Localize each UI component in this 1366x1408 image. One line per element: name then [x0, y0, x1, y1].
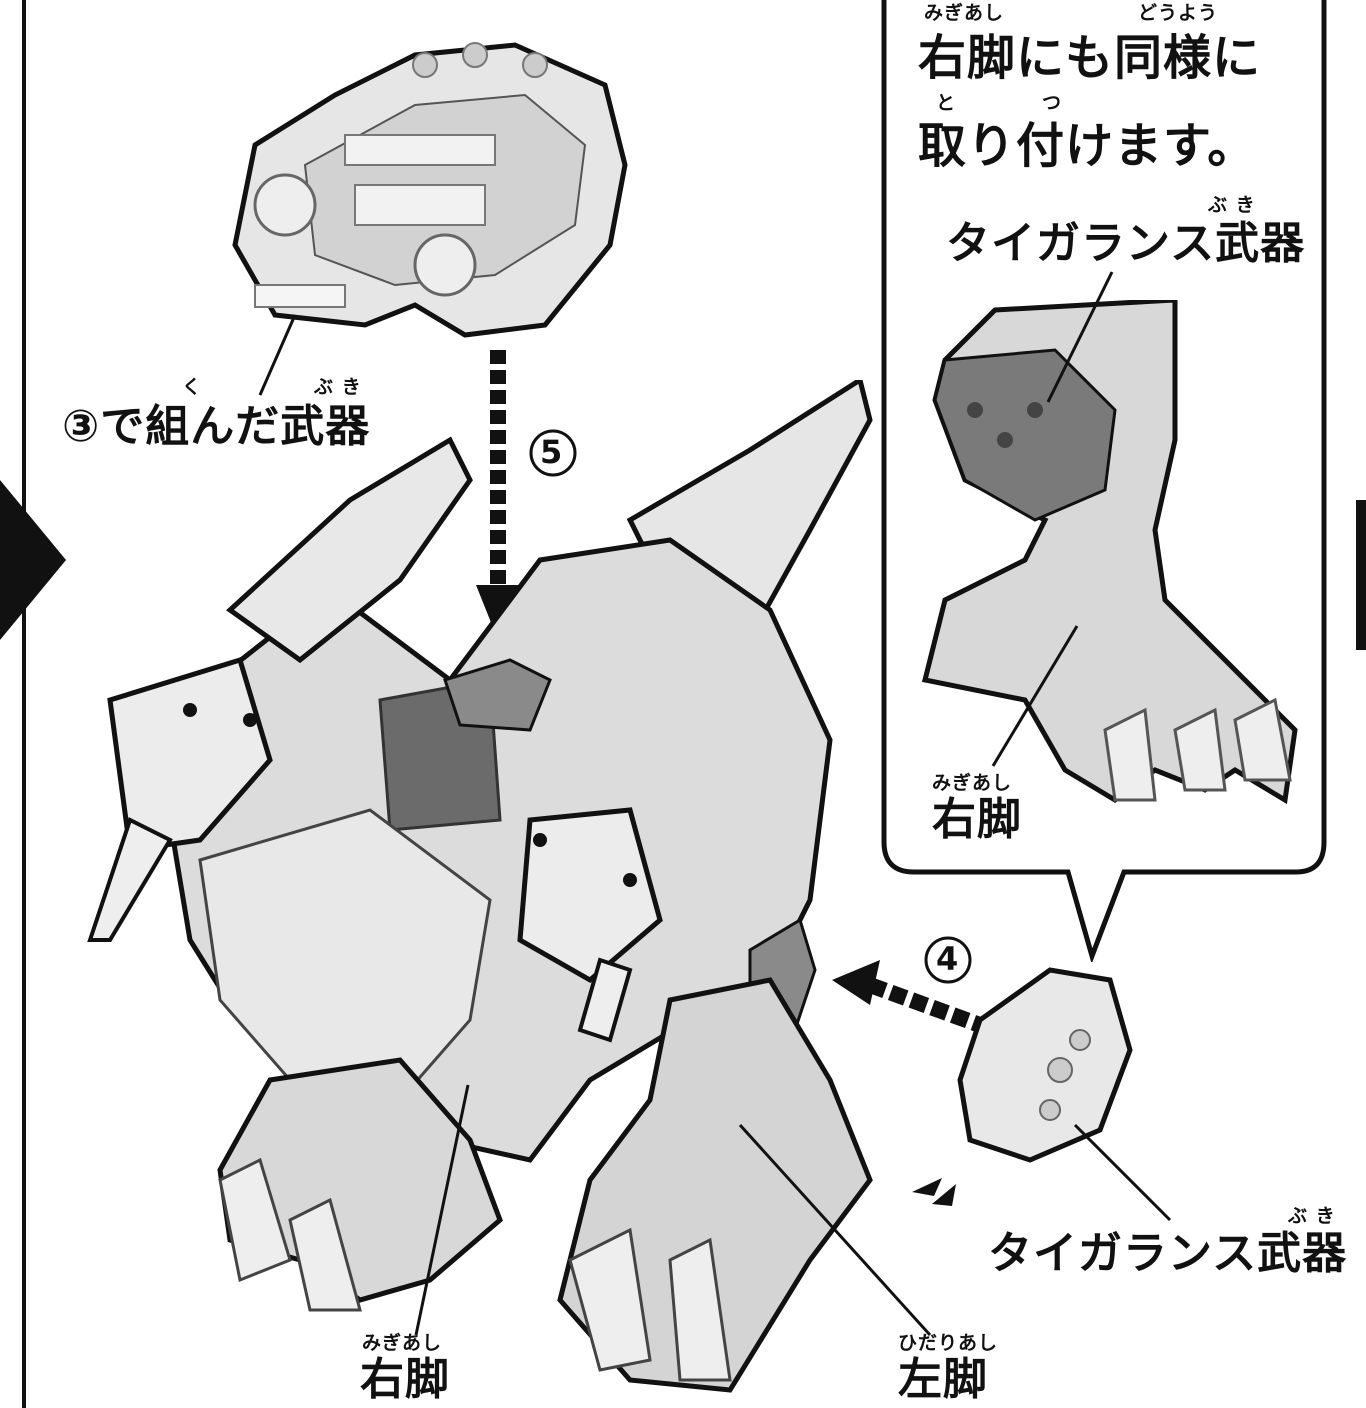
left-border-line	[22, 0, 26, 1408]
left-leg-label: 左脚	[898, 1354, 988, 1405]
callout-line1: 右脚にも同様に	[918, 30, 1262, 86]
weapon3-ruby-buki: ぶ き	[314, 376, 362, 398]
callout-weapon-label: タイガランス武器	[946, 218, 1306, 269]
right-leg-label: 右脚	[360, 1354, 450, 1405]
dinosaur-robot-illustration	[87, 380, 873, 1393]
step4-badge	[924, 936, 972, 984]
callout-leg-leader-line	[991, 625, 1079, 767]
tiger-lance-leader-line	[1073, 1123, 1172, 1222]
callout-leg-illustration	[921, 300, 1298, 805]
callout-line1-ruby-douyou: どうよう	[1138, 2, 1219, 24]
right-leg-ruby: みぎあし	[362, 1332, 443, 1354]
left-leg-leader-line	[738, 1123, 932, 1337]
weapon3-ruby-ku: く	[182, 376, 203, 398]
weapon3-illustration	[232, 42, 628, 338]
callout-weapon-ruby: ぶ き	[1208, 194, 1256, 216]
tiger-lance-weapon-illustration	[957, 967, 1133, 1163]
tiger-lance-ruby: ぶ き	[1288, 1205, 1336, 1227]
callout-leg-label: 右脚	[932, 794, 1022, 845]
callout-line1-ruby-migiashi: みぎあし	[924, 2, 1005, 24]
callout-leg-ruby: みぎあし	[932, 772, 1013, 794]
callout-line2-ruby-tsu: つ	[1042, 92, 1063, 114]
tiger-lance-label: タイガランス武器	[988, 1228, 1348, 1279]
attach-direction-marks	[912, 1178, 956, 1206]
next-step-arrow-icon	[1356, 500, 1366, 650]
weapon3-label: ③で組んだ武器	[62, 401, 371, 452]
left-leg-ruby: ひだりあし	[898, 1332, 999, 1354]
prev-step-arrow-icon	[0, 480, 66, 640]
step5-number: 5	[540, 433, 563, 471]
callout-line2-ruby-to: と	[936, 92, 957, 114]
step5-badge	[529, 429, 577, 477]
step4-attach-arrow	[832, 960, 983, 1033]
right-leg-leader-line	[414, 1084, 470, 1336]
callout-weapon-leader-line	[1046, 271, 1114, 403]
step4-number: 4	[936, 940, 959, 978]
weapon3-leader-line	[258, 314, 297, 396]
callout-line2: 取り付けます。	[918, 118, 1257, 174]
